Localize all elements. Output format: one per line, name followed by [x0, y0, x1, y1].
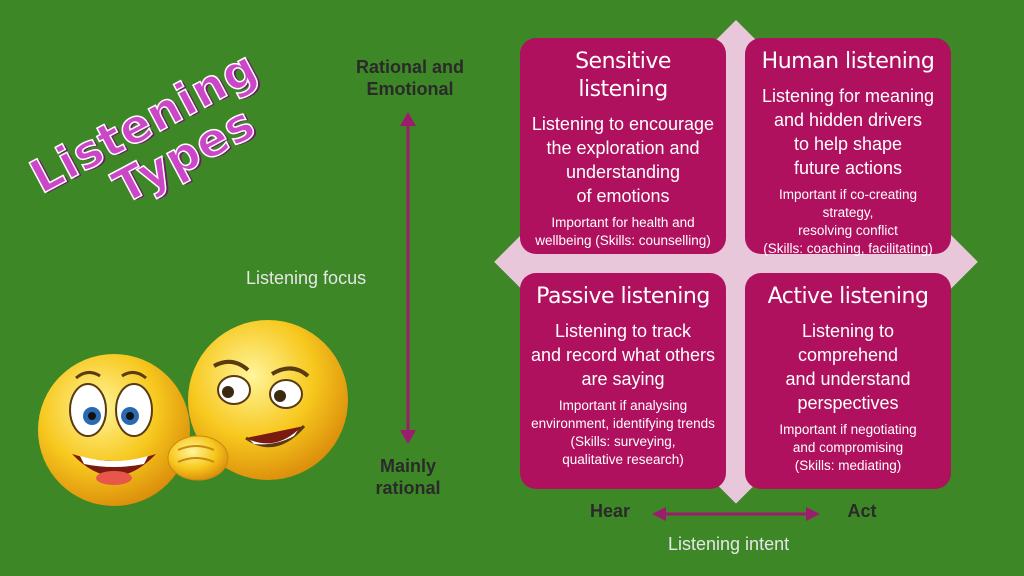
- quadrant-description: Listening to track and record what other…: [530, 321, 716, 389]
- whispering-emoji-icon: [167, 320, 348, 481]
- vertical-axis-bottom-label: Mainly rational: [375, 456, 441, 498]
- horizontal-axis-caption: Listening intent: [668, 534, 790, 554]
- horizontal-axis-right-label: Act: [847, 501, 877, 521]
- quadrant-description: Listening to encourage the exploration a…: [531, 114, 715, 206]
- horizontal-axis-arrow: [652, 507, 820, 521]
- horizontal-axis-left-label: Hear: [589, 501, 631, 521]
- emoji-illustration: [38, 320, 348, 506]
- quadrant-title: Human listening: [761, 49, 935, 74]
- quadrant-title: Sensitive listening: [575, 49, 671, 102]
- title: Listening Types: [20, 39, 288, 244]
- quadrant-title: Passive listening: [536, 284, 710, 309]
- quadrant-active-listening: Active listening Listening to comprehend…: [745, 273, 951, 489]
- quadrant-description: Listening for meaning and hidden drivers…: [761, 86, 935, 178]
- vertical-axis-caption: Listening focus: [246, 268, 367, 288]
- quadrant-note: Important if co-creating strategy, resol…: [763, 187, 933, 256]
- quadrant-description: Listening to comprehend and understand p…: [785, 321, 911, 413]
- quadrant-note: Important if analysing environment, iden…: [531, 398, 715, 467]
- quadrant-note: Important for health and wellbeing (Skil…: [535, 215, 711, 248]
- vertical-axis-top-label: Rational and Emotional: [355, 57, 464, 99]
- quadrant-sensitive-listening: Sensitive listening Listening to encoura…: [520, 38, 726, 254]
- quadrant-note: Important if negotiating and compromisin…: [779, 422, 917, 473]
- quadrant-passive-listening: Passive listening Listening to track and…: [520, 273, 726, 489]
- laughing-emoji-icon: [38, 354, 190, 506]
- vertical-axis-arrow: [400, 112, 416, 444]
- quadrant-human-listening: Human listening Listening for meaning an…: [745, 38, 951, 256]
- quadrant-title: Active listening: [767, 284, 929, 309]
